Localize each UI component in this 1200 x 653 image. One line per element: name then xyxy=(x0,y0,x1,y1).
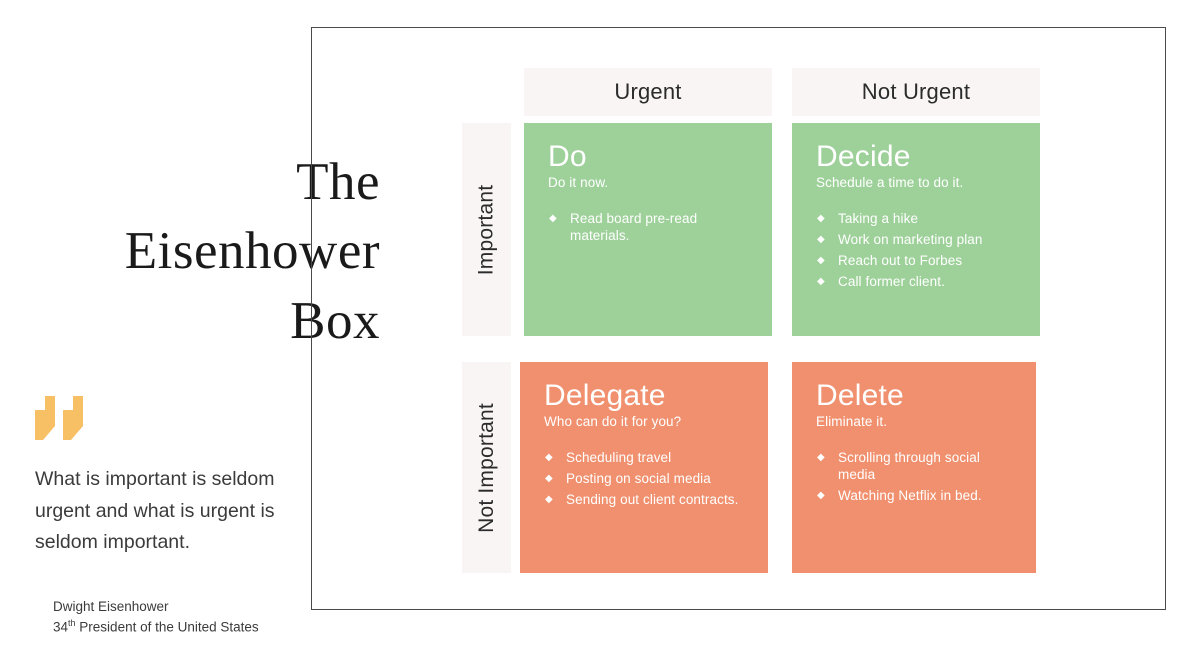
list-item: ◆ Scheduling travel xyxy=(545,449,748,466)
quadrant-delegate: Delegate Who can do it for you? ◆ Schedul… xyxy=(520,362,768,573)
page-title-line-1: The xyxy=(296,153,380,211)
diamond-bullet-icon: ◆ xyxy=(817,451,825,463)
diamond-bullet-icon: ◆ xyxy=(545,494,553,506)
diamond-bullet-icon: ◆ xyxy=(817,233,825,245)
quadrant-delegate-subtitle: Who can do it for you? xyxy=(544,413,682,429)
quadrant-delete-subtitle: Eliminate it. xyxy=(816,413,888,429)
list-item-label: Read board pre-read materials. xyxy=(570,210,698,243)
diamond-bullet-icon: ◆ xyxy=(817,276,825,288)
list-item: ◆ Sending out client contracts. xyxy=(545,491,748,508)
list-item: ◆ Posting on social media xyxy=(545,470,748,487)
role-text: President of the United States xyxy=(75,619,259,635)
quadrant-delete-title: Delete xyxy=(816,379,904,412)
quadrant-decide-title: Decide xyxy=(816,140,911,173)
list-item: ◆ Taking a hike xyxy=(817,210,1020,227)
page-title-line-3: Box xyxy=(290,291,380,350)
column-header-urgent-label: Urgent xyxy=(614,79,682,104)
quote-author-role: 34th President of the United States xyxy=(53,617,353,637)
row-header-not-important: Not Important xyxy=(462,362,511,573)
list-item: ◆ Work on marketing plan xyxy=(817,231,1020,248)
list-item-label: Reach out to Forbes xyxy=(838,253,963,269)
list-item-label: Posting on social media xyxy=(566,470,711,486)
list-item: ◆ Scrolling through social media xyxy=(817,449,1016,484)
diamond-bullet-icon: ◆ xyxy=(817,255,825,267)
row-header-important-label: Important xyxy=(474,184,498,275)
diamond-bullet-icon: ◆ xyxy=(817,212,825,224)
quadrant-decide-list: ◆ Taking a hike ◆ Work on marketing plan ◆… xyxy=(816,210,1020,291)
column-header-not-urgent: Not Urgent xyxy=(792,68,1040,116)
row-header-not-important-label: Not Important xyxy=(474,402,498,533)
diamond-bullet-icon: ◆ xyxy=(549,212,557,224)
quote-text: What is important is seldom urgent and w… xyxy=(35,468,275,554)
matrix-frame xyxy=(311,27,1166,610)
row-header-important: Important xyxy=(462,123,511,336)
page-title-line-2: Eisenhower xyxy=(124,222,380,281)
quote-attribution: Dwight Eisenhower 34th President of the … xyxy=(53,597,353,637)
quadrant-do-list: ◆ Read board pre-read materials. xyxy=(548,210,752,245)
quadrant-decide: Decide Schedule a time to do it. ◆ Taking… xyxy=(792,123,1040,336)
quadrant-do: Do Do it now. ◆ Read board pre-read mater… xyxy=(524,123,772,336)
column-header-not-urgent-label: Not Urgent xyxy=(861,79,971,104)
quadrant-delegate-title: Delegate xyxy=(544,379,666,412)
diamond-bullet-icon: ◆ xyxy=(545,472,553,484)
column-header-urgent: Urgent xyxy=(524,68,772,116)
quote-mark-icon xyxy=(33,396,93,440)
list-item-label: Taking a hike xyxy=(838,210,919,226)
list-item-label: Call former client. xyxy=(838,274,945,290)
quadrant-do-subtitle: Do it now. xyxy=(548,174,609,190)
diamond-bullet-icon: ◆ xyxy=(817,490,825,502)
quadrant-delete-list: ◆ Scrolling through social media ◆ Watchin… xyxy=(816,449,1016,505)
list-item: ◆ Read board pre-read materials. xyxy=(549,210,752,245)
list-item: ◆ Watching Netflix in bed. xyxy=(817,487,1016,504)
list-item: ◆ Call former client. xyxy=(817,273,1020,290)
list-item: ◆ Reach out to Forbes xyxy=(817,252,1020,269)
quote-author: Dwight Eisenhower xyxy=(53,599,169,614)
list-item-label: Scrolling through social media xyxy=(838,449,980,482)
quadrant-do-title: Do xyxy=(548,140,587,173)
list-item-label: Watching Netflix in bed. xyxy=(838,488,982,504)
page-title: The Eisenhower Box xyxy=(40,148,380,356)
list-item-label: Scheduling travel xyxy=(566,449,672,465)
quadrant-delete: Delete Eliminate it. ◆ Scrolling through … xyxy=(792,362,1036,573)
role-ordinal-suffix: th xyxy=(68,617,76,628)
quadrant-delegate-list: ◆ Scheduling travel ◆ Posting on social me… xyxy=(544,449,748,509)
list-item-label: Work on marketing plan xyxy=(838,231,983,247)
list-item-label: Sending out client contracts. xyxy=(566,492,739,508)
diamond-bullet-icon: ◆ xyxy=(545,451,553,463)
role-number: 34 xyxy=(53,619,69,635)
quadrant-decide-subtitle: Schedule a time to do it. xyxy=(816,174,964,190)
